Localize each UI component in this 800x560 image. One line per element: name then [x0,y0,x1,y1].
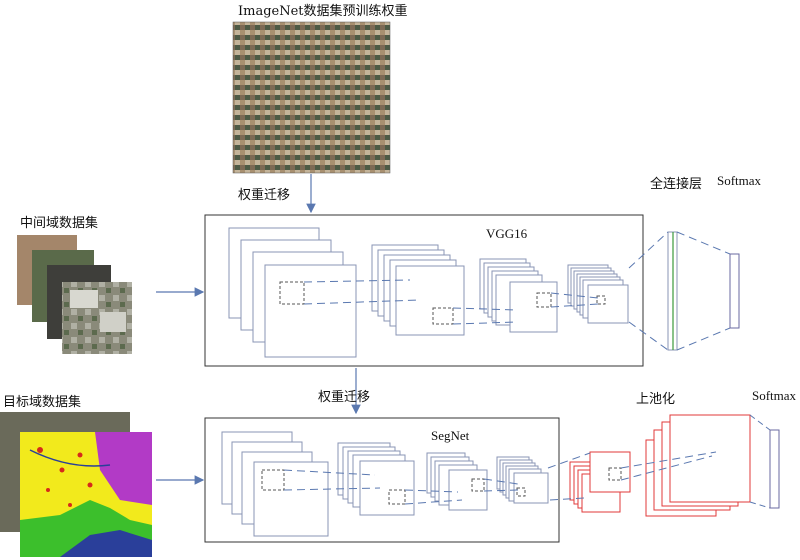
segnet-kernel-links [261,469,526,505]
segnet-label: SegNet [431,428,470,443]
vgg16-box [204,214,644,367]
segnet-dashed-projections [283,469,519,505]
segnet-layers [221,431,549,537]
vgg16-label: VGG16 [486,226,528,241]
upsampling-label: 上池化 [636,392,676,407]
softmax-bottom-label: Softmax [752,388,797,403]
transfer-label-top: 权重迁移 [238,188,291,203]
upsampling-layers [569,414,751,517]
softmax-top-layer [729,253,740,329]
target-dataset-images [0,412,152,557]
softmax-top-label: Softmax [717,173,762,188]
vgg16-kernel-links [279,281,606,325]
vgg16-layers [228,227,629,358]
transfer-label-bottom: 权重迁移 [318,390,371,405]
imagenet-mosaic-image [232,21,391,174]
segnet-box [204,417,560,543]
target-dataset-label: 目标域数据集 [3,395,82,410]
softmax-bottom-layer [769,429,780,509]
softmax-bottom-block [749,414,780,509]
intermediate-dataset-label: 中间域数据集 [20,216,99,231]
imagenet-title: ImageNet数据集预训练权重 [238,4,408,19]
vgg16-dashed-projections [303,279,599,325]
fully-connected-label: 全连接层 [650,177,703,192]
fully-connected-block [628,231,740,351]
upsampling-kernel-links [547,451,717,501]
intermediate-dataset-images [17,235,132,354]
